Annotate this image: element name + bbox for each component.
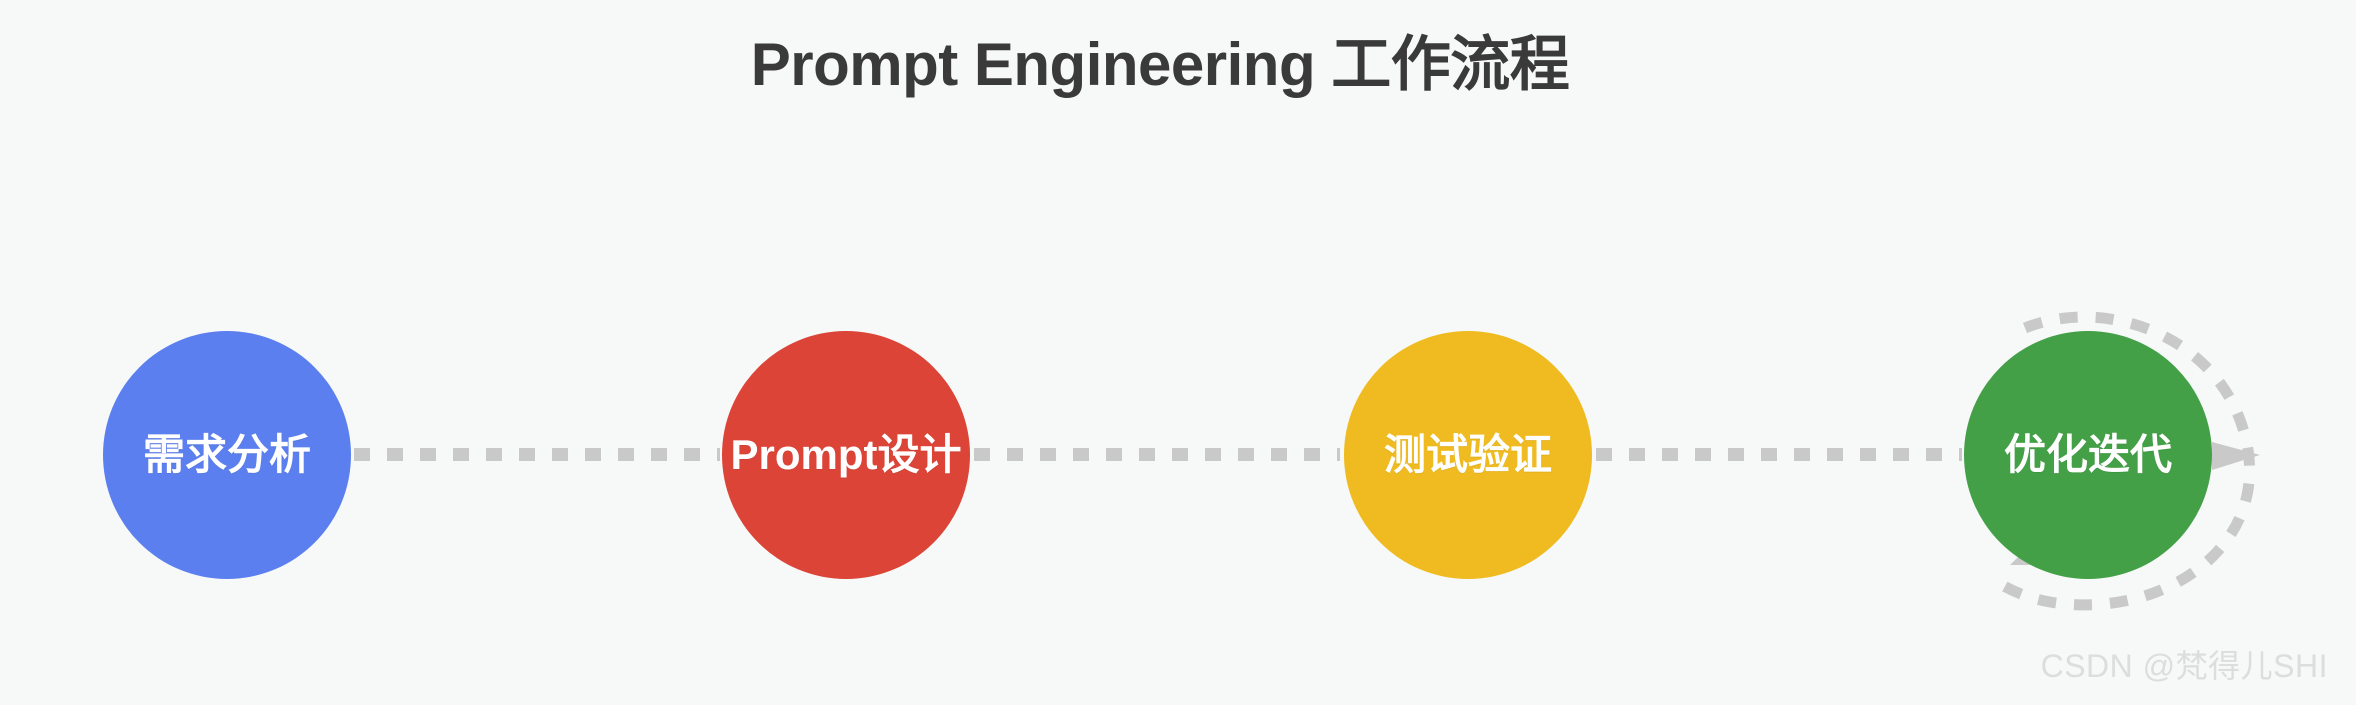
flow-node-test-validation[interactable]: 测试验证 [1344,331,1592,579]
flow-node-label: 优化迭代 [2003,431,2172,478]
connector-3-4 [1596,448,1962,461]
flow-node-prompt-design[interactable]: Prompt设计 [722,331,970,579]
flow-node-label: Prompt设计 [730,431,962,478]
flow-node-label: 测试验证 [1383,431,1552,478]
flow-node-requirements-analysis[interactable]: 需求分析 [103,331,351,579]
page-title: Prompt Engineering 工作流程 [750,31,1570,98]
flow-node-optimize-iterate[interactable]: 优化迭代 [1964,331,2212,579]
connector-2-3 [974,448,1340,461]
connector-1-2 [354,448,720,461]
watermark: CSDN @梵得儿SHI [2040,648,2328,684]
flow-node-label: 需求分析 [142,431,311,478]
